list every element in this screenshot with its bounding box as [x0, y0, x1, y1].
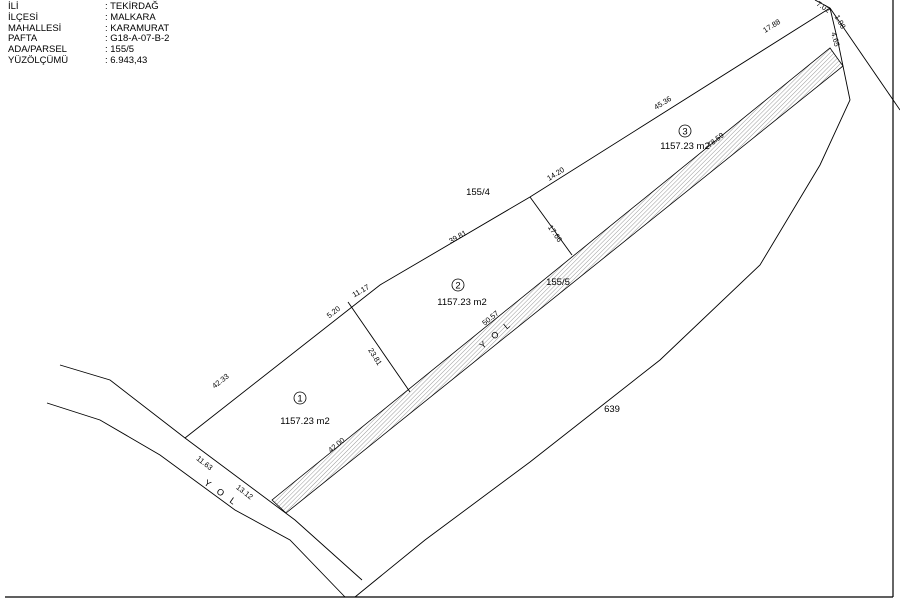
road-edge-lower [46, 402, 346, 598]
parcel-boundary-north [184, 7, 831, 439]
parcel-3-area: 1157.23 m2 [660, 141, 709, 152]
info-value: : 155/5 [105, 44, 135, 56]
dimension-label: 11.63 [195, 454, 215, 472]
info-key: ADA/PARSEL [8, 44, 67, 56]
info-key: MAHALLESİ [8, 22, 62, 34]
info-row-mahalle: MAHALLESİ : KARAMURAT [8, 22, 170, 35]
parcel-3-marker [678, 124, 692, 138]
parcel-info-block: İLİ : TEKİRDAĞ İLÇESİ : MALKARA MAHALLES… [8, 1, 170, 67]
info-value: : MALKARA [105, 11, 156, 23]
dimension-label: 17.88 [761, 17, 782, 35]
parcel-2-marker [451, 278, 465, 292]
info-row-pafta: PAFTA : G18-A-07-B-2 [8, 34, 169, 45]
info-row-yuzolcumu: YÜZÖLÇÜMÜ : 6.943,43 [8, 54, 169, 67]
info-value: : G18-A-07-B-2 [105, 33, 170, 45]
boundary-top-stub [814, 0, 831, 9]
dimension-label: 4.65 [829, 31, 841, 47]
parcel-2-number: 2 [455, 281, 460, 292]
dimension-label: 11.17 [351, 282, 371, 299]
parcel-1-marker [293, 391, 307, 405]
main-road-label: YOL [202, 478, 245, 512]
info-key: YÜZÖLÇÜMÜ [8, 54, 69, 66]
parcel-boundary-east [354, 7, 851, 598]
division-line-1-2 [347, 301, 411, 393]
dimension-label: 42.33 [210, 372, 230, 391]
info-value: : TEKİRDAĞ [105, 1, 159, 12]
parcel-3-number: 3 [682, 127, 687, 138]
dimension-label: 14.20 [545, 165, 566, 183]
info-value: : KARAMURAT [105, 22, 170, 34]
inner-road-strip [271, 47, 844, 514]
dimension-label: 5.20 [325, 304, 342, 320]
info-row-ilce: İLÇESİ : MALKARA [8, 11, 169, 24]
boundary-northeast [829, 7, 900, 111]
info-key: PAFTA [8, 33, 38, 45]
this-parcel-label: 155/5 [546, 277, 570, 288]
info-value: : 6.943,43 [105, 54, 148, 66]
info-row-il: İLİ : TEKİRDAĞ [8, 1, 169, 13]
dimension-label: 23.81 [366, 346, 384, 367]
parcel-2-area: 1157.23 m2 [437, 297, 486, 308]
info-key: İLİ [8, 1, 19, 12]
dimension-label: 39.81 [447, 228, 468, 245]
info-key: İLÇESİ [8, 11, 39, 23]
division-line-2-3 [529, 196, 573, 256]
parcel-1-number: 1 [297, 394, 302, 405]
info-row-ada-parsel: ADA/PARSEL : 155/5 [8, 44, 169, 56]
neighbor-north-label: 155/4 [466, 187, 490, 198]
neighbor-south-label: 639 [604, 404, 620, 415]
parcel-1-area: 1157.23 m2 [280, 416, 329, 427]
